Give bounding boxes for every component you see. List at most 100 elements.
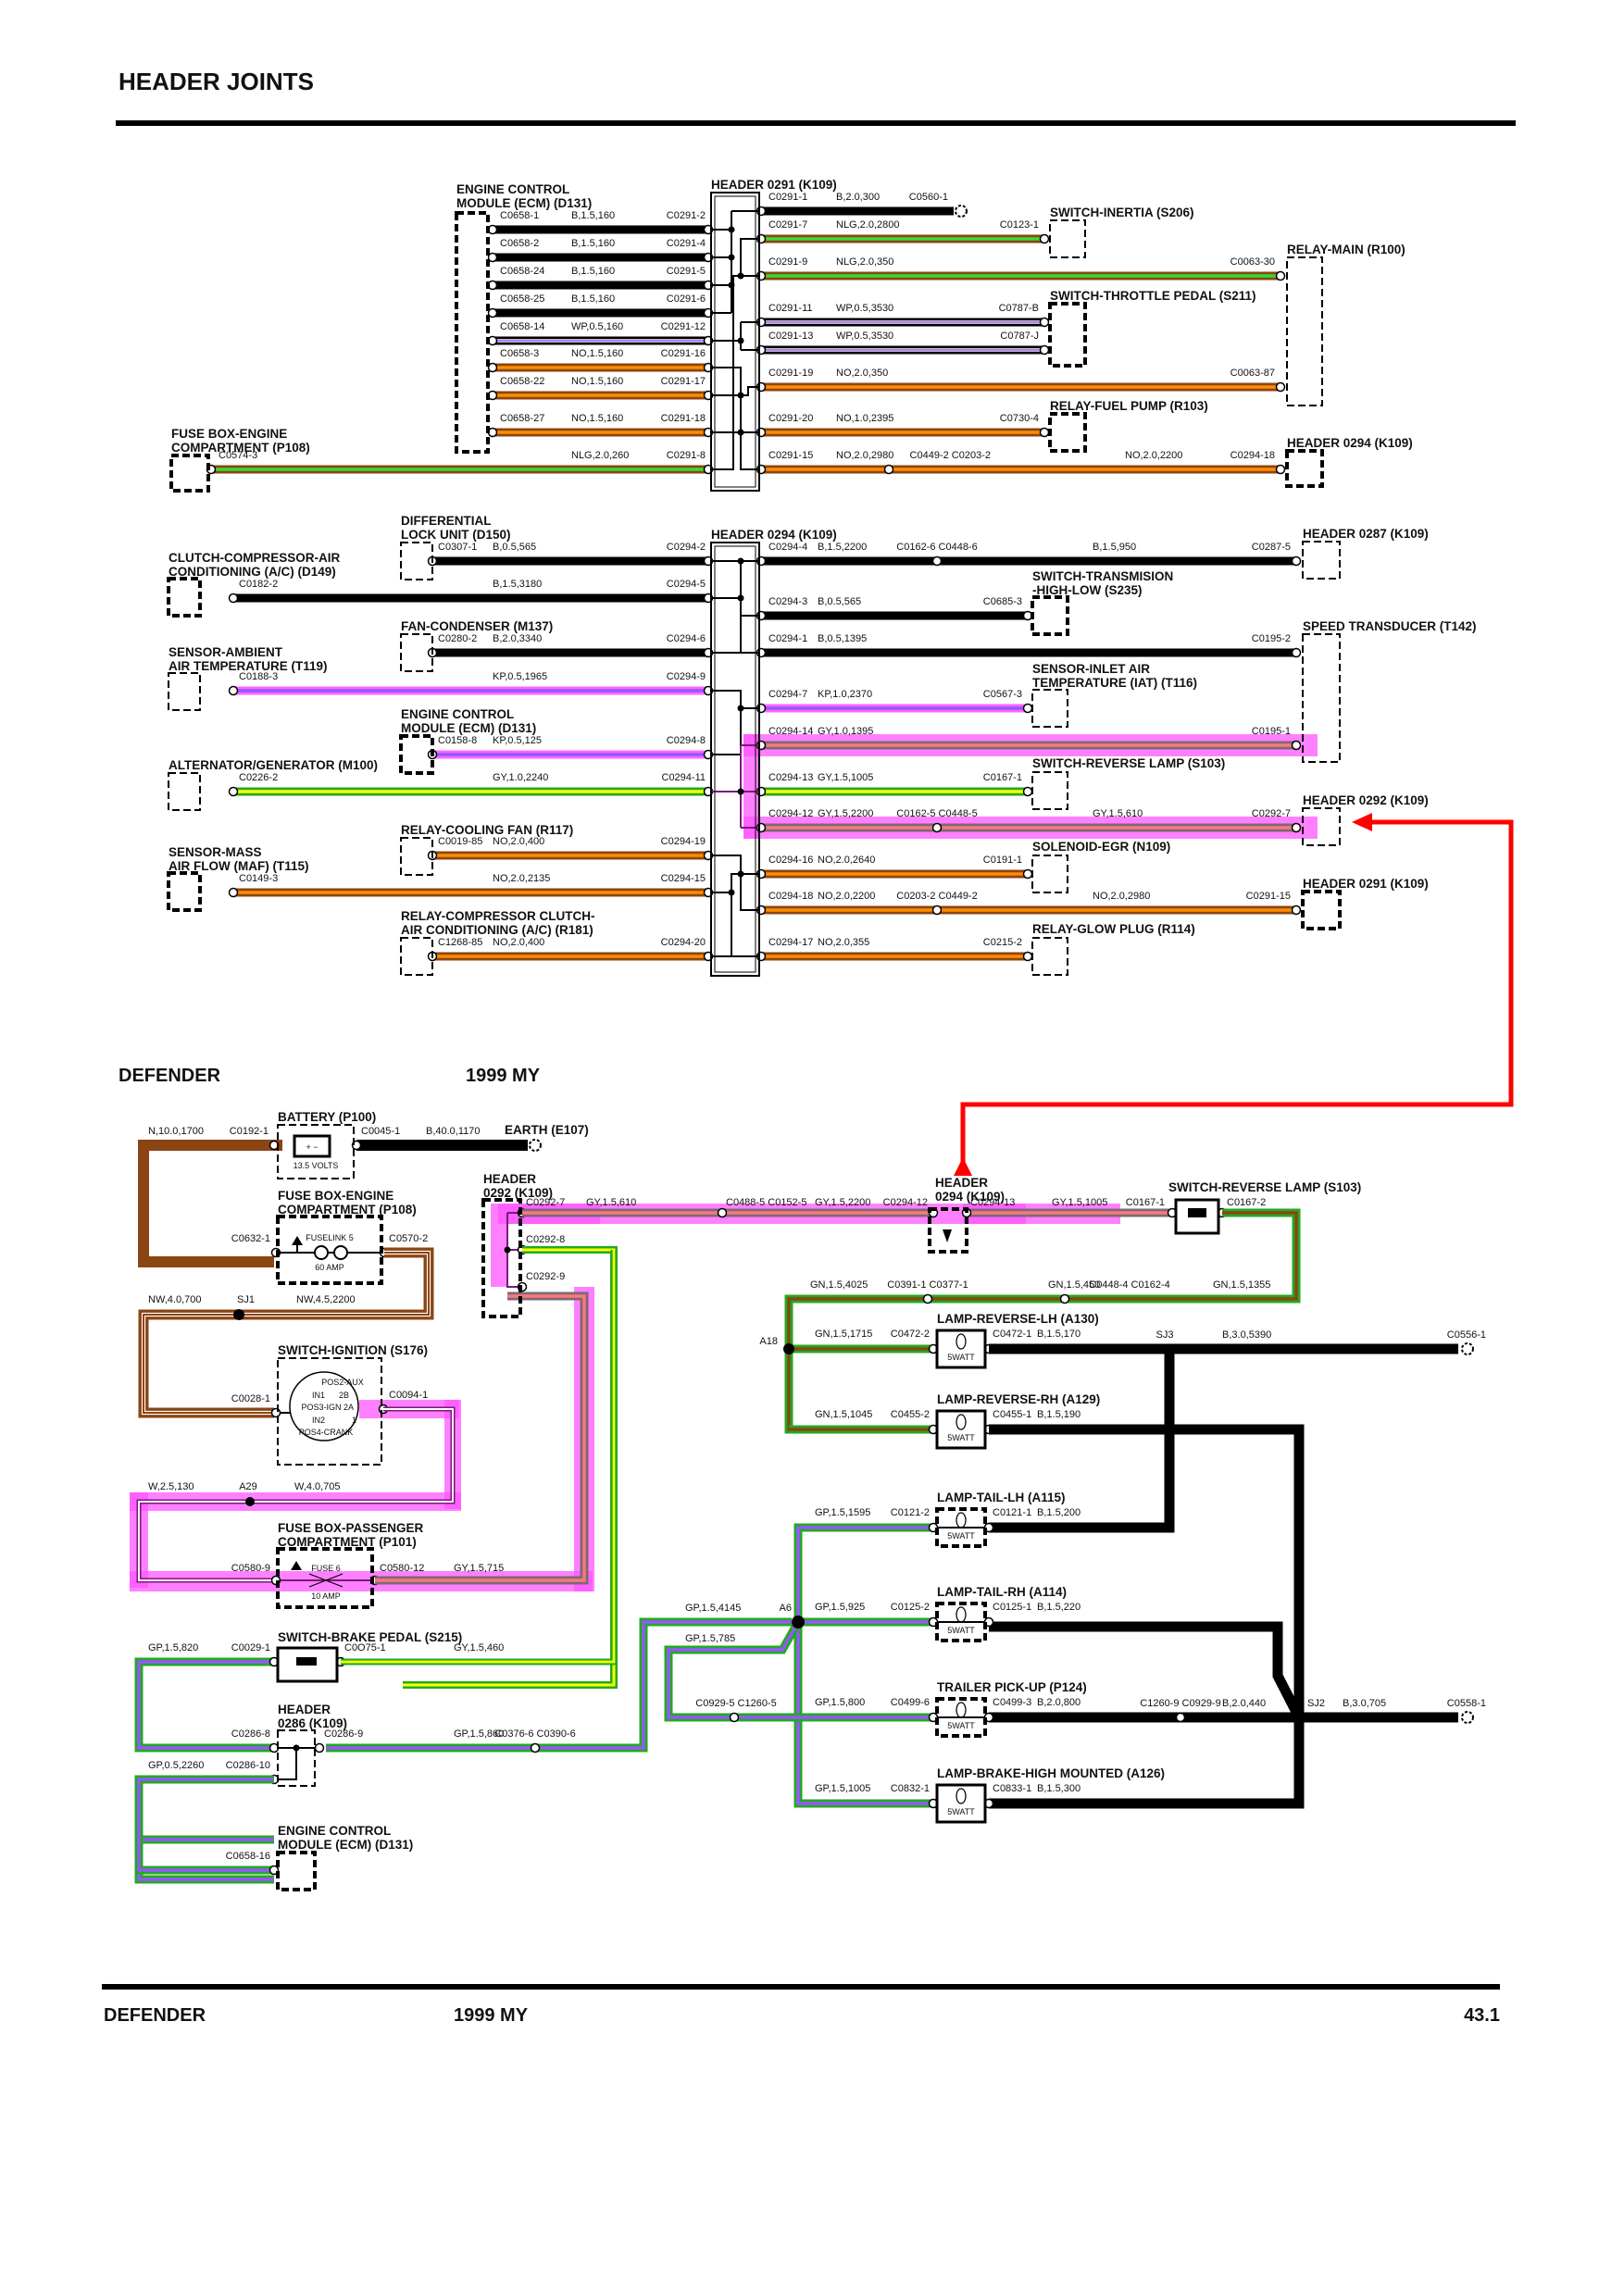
clutch-ac-box xyxy=(167,577,202,618)
alternator-box xyxy=(168,772,201,811)
junction-line xyxy=(711,367,759,470)
fuse6-rating: 10 AMP xyxy=(311,1591,341,1601)
fuselink-rating: 60 AMP xyxy=(315,1263,344,1272)
ignition-dial-icon xyxy=(289,1371,359,1441)
battery-box xyxy=(277,1124,355,1179)
junction-line xyxy=(740,598,759,617)
wire-spec2-C0291-15: NO,2.0,2200 xyxy=(1125,450,1182,461)
inline-connector xyxy=(931,905,943,916)
inline-connectors-C0294-4: C0162-6 C0448-6 xyxy=(896,542,977,553)
wire-spec-C0294-5: B,1.5,3180 xyxy=(493,579,542,590)
lamp-tail-lh-box xyxy=(935,1507,987,1548)
pin-label-C0123-1: C0123-1 xyxy=(1000,219,1039,231)
pin-label-C0280-2: C0280-2 xyxy=(438,633,477,644)
junction-dot xyxy=(728,226,735,233)
wire-spec-C0291-8: NLG,2.0,260 xyxy=(571,450,629,461)
ignition-1: 1 xyxy=(352,1416,356,1425)
header-0292-label: 0292 (K109) xyxy=(483,1186,553,1200)
ignition-crank: POS4-CRANK xyxy=(299,1428,354,1437)
wire-spec-C0291-17: NO,1.5,160 xyxy=(571,376,623,387)
trailer-pickup-watt: 5WATT xyxy=(947,1721,975,1730)
components-layer xyxy=(102,120,1516,1990)
fuse-icon xyxy=(333,1245,348,1260)
relay-main-box xyxy=(1286,256,1323,406)
pin-C0658-3 xyxy=(487,362,498,373)
switch-trans-box xyxy=(1031,595,1069,636)
wire-spec-C0294-16: NO,2.0,2640 xyxy=(818,855,875,866)
wire-spec-C0291-15: NO,2.0,2980 xyxy=(836,450,893,461)
reverse-switch-label: SWITCH-REVERSE LAMP (S103) xyxy=(1032,756,1225,770)
fusebox-passenger-box xyxy=(276,1547,374,1609)
wire-NW-core xyxy=(143,1252,430,1414)
pin-label-C0567-3: C0567-3 xyxy=(983,689,1022,700)
pin-C0294-18 xyxy=(1275,464,1286,475)
pin-label-C0294-4: C0294-4 xyxy=(768,542,807,553)
inline-connectors-C0294-12: C0162-5 C0448-5 xyxy=(896,808,977,819)
pin-C0195-1 xyxy=(1291,740,1302,751)
ecm-bottom-label: ENGINE CONTROL xyxy=(278,1824,391,1838)
inline-C0391-1: C0391-1 C0377-1 xyxy=(887,1279,968,1291)
header-0291-ref-box xyxy=(1301,890,1342,930)
pin-label-C0292-7: C0292-7 xyxy=(1252,808,1291,819)
inline-C0929-5: C0929-5 C1260-5 xyxy=(695,1698,776,1709)
iat-sensor-label: TEMPERATURE (IAT) (T116) xyxy=(1032,676,1197,690)
pin-C0063-87 xyxy=(1275,381,1286,393)
wire-spec-C0291-20: NO,1.0,2395 xyxy=(836,413,893,424)
lamp-reverse-lh-watt: 5WATT xyxy=(947,1353,975,1362)
ignition-2b: 2B xyxy=(339,1391,349,1400)
pin-label-C0294-1: C0294-1 xyxy=(768,633,807,644)
pin-label-C0121-1: C0121-1 xyxy=(993,1507,1031,1518)
pin-label-C0167-2: C0167-2 xyxy=(1227,1197,1266,1208)
bulb-icon xyxy=(956,1788,967,1804)
battery-label: BATTERY (P100) xyxy=(278,1110,376,1124)
wire-spec-C0294-12: GY,1.5,2200 xyxy=(818,808,873,819)
wire-N-10.0 xyxy=(138,1140,282,1267)
inline-connector xyxy=(931,822,943,833)
ecm-label: MODULE (ECM) (D131) xyxy=(456,196,592,210)
pin-C0028-1 xyxy=(270,1407,281,1418)
wire-spec2-C0294-4: B,1.5,950 xyxy=(1093,542,1136,553)
pin-C0215-2 xyxy=(1022,951,1033,962)
header-0287-label: HEADER 0287 (K109) xyxy=(1303,527,1429,541)
wire-B-200 xyxy=(989,1349,1175,1533)
pin-label-C0121-2: C0121-2 xyxy=(891,1507,930,1518)
wire-spec-C0294-17: NO,2.0,355 xyxy=(818,937,869,948)
pin-label-C0294-13: C0294-13 xyxy=(970,1197,1015,1208)
bulb-icon xyxy=(956,1702,967,1718)
pin-label-C0028-1: C0028-1 xyxy=(231,1393,270,1404)
splice-A6-label: A6 xyxy=(780,1603,792,1614)
pin-label-C0292-9: C0292-9 xyxy=(526,1271,565,1282)
pin-label-C0075-1: C0O75-1 xyxy=(344,1642,386,1653)
wire-GP-1595-stripe xyxy=(796,1526,931,1622)
wire-spec-C0499-3: B,2.0,800 xyxy=(1037,1697,1081,1708)
pin-C0123-1 xyxy=(1039,233,1050,244)
pin-label-C0685-3: C0685-3 xyxy=(983,596,1022,607)
ignition-pos3: POS3-IGN 2A xyxy=(301,1403,354,1412)
wire-spec-C0294-1: B,0.5,1395 xyxy=(818,633,867,644)
wire-spec-C0294-13: GY,1.5,1005 xyxy=(818,772,873,783)
pin-label-C0125-1: C0125-1 xyxy=(993,1602,1031,1613)
wire-spec-C0472-2: GN,1.5,1715 xyxy=(815,1329,872,1340)
splice-SJ1 xyxy=(233,1309,244,1320)
pin-label-C0286-10: C0286-10 xyxy=(226,1760,270,1771)
pin-label-C0472-2: C0472-2 xyxy=(891,1329,930,1340)
wire-spec-GN-1355: GN,1.5,1355 xyxy=(1213,1279,1270,1291)
glow-relay-label: RELAY-GLOW PLUG (R114) xyxy=(1032,922,1195,936)
inline-connector xyxy=(1175,1712,1186,1723)
inline-connector xyxy=(922,1293,933,1304)
arrow-up-icon xyxy=(292,1236,303,1245)
junction-line xyxy=(740,238,759,276)
pin-label-C0291-20: C0291-20 xyxy=(768,413,813,424)
fan-condenser-box xyxy=(400,633,433,672)
pin-label-C0658-22: C0658-22 xyxy=(500,376,544,387)
wire-spec-a29-right: W,4.0,705 xyxy=(294,1481,341,1492)
pin-label-C0658-16: C0658-16 xyxy=(226,1851,270,1862)
page-title: HEADER JOINTS xyxy=(119,68,314,95)
junction-line xyxy=(711,275,759,470)
wire-spec-C0291-11: WP,0.5,3530 xyxy=(836,303,893,314)
wire-spec-sj1-left: NW,4.0,700 xyxy=(148,1294,201,1305)
header-0294-label: HEADER 0294 (K109) xyxy=(711,528,837,542)
pin-C0149-3 xyxy=(228,887,239,898)
wire-spec-fuse6-out: GY,1.5,715 xyxy=(454,1563,504,1574)
header-0287-box xyxy=(1302,541,1341,580)
